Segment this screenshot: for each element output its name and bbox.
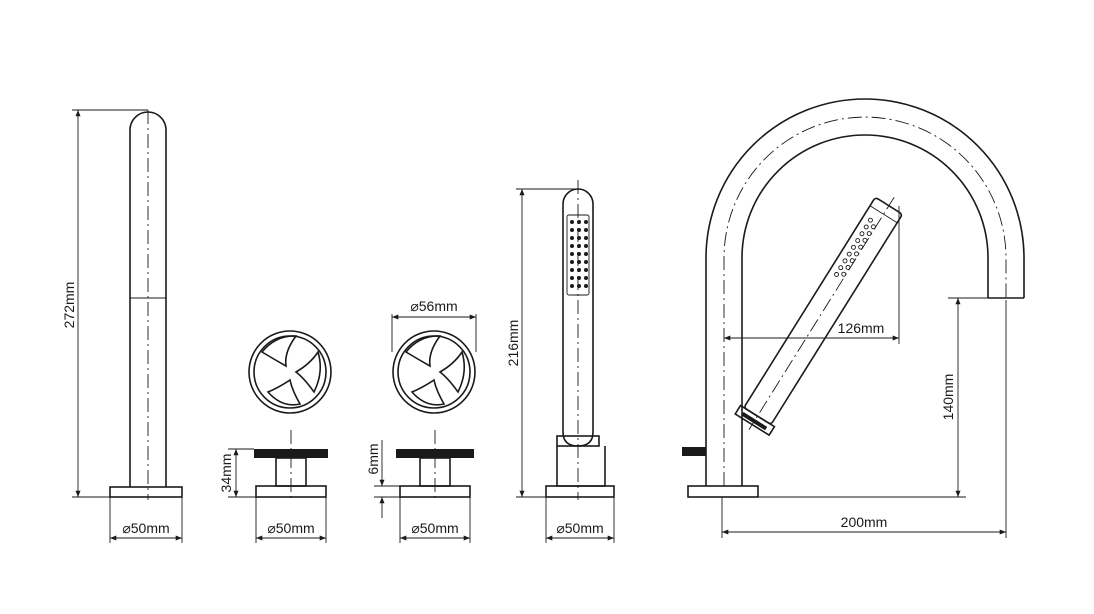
outlet-height-dimension: 140mm [758,297,988,498]
overall-width-label: 200mm [841,514,888,530]
right-handle-base-label: ⌀50mm [411,520,458,536]
handle-diameter-label: ⌀56mm [410,298,457,314]
outlet-height-label: 140mm [940,374,956,421]
left-handle-base-label: ⌀50mm [267,520,314,536]
left-handle-side-view [254,430,328,500]
tall-spout [109,110,183,500]
left-handle-height-dimension: 34mm [218,448,256,498]
spout-height-label: 272mm [61,282,77,329]
shower-height-dimension: 216mm [505,188,578,498]
right-handle-height-label: 6mm [365,443,381,474]
reach-dimension: 126mm [724,206,900,344]
shower-nozzles [570,220,588,288]
shower-base-dimension: ⌀50mm [545,497,615,543]
spout-height-dimension: 272mm [61,109,148,498]
right-handle-diameter-dimension: ⌀56mm [391,298,477,352]
overall-width-dimension: 200mm [721,300,1007,538]
left-handle-height-label: 34mm [218,454,234,493]
left-handle-base-dimension: ⌀50mm [255,497,327,543]
shower-height-label: 216mm [505,320,521,367]
spout-base-dimension: ⌀50mm [109,497,183,543]
reach-label: 126mm [838,320,885,336]
right-handle-base-dimension: ⌀50mm [399,497,471,543]
right-handle-side-view [396,430,474,500]
right-handle-height-dimension: 6mm [365,440,400,518]
shower-base-label: ⌀50mm [556,520,603,536]
spout-base-label: ⌀50mm [122,520,169,536]
right-handle-top-view [392,330,476,414]
angled-hand-shower [734,197,903,437]
left-handle-top-view [248,330,332,414]
hand-shower [545,180,615,500]
arched-spout-side-view [682,98,1025,498]
